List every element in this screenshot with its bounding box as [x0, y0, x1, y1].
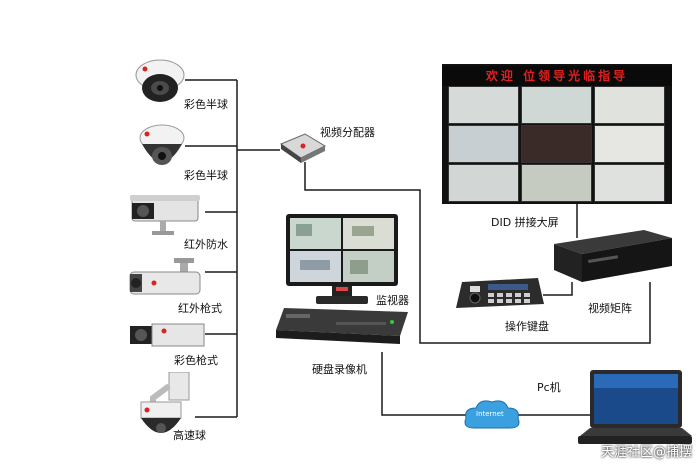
video-matrix-label: 视频矩阵	[588, 302, 632, 315]
video-distributor-label: 视频分配器	[320, 126, 375, 139]
video-distributor-icon	[279, 133, 327, 163]
color-bullet-camera-label: 彩色枪式	[174, 354, 218, 367]
pc-label: Pc机	[537, 381, 561, 394]
monitor-label: 监视器	[376, 294, 409, 307]
dome-camera-icon	[135, 59, 185, 102]
ir-bullet-camera-icon	[129, 258, 201, 295]
watermark: 天涯社区@捕摆	[600, 445, 692, 460]
laptop-icon	[578, 370, 692, 444]
ir-waterproof-camera-icon	[130, 195, 200, 235]
control-keyboard-icon	[456, 278, 544, 308]
video-matrix-icon	[554, 230, 672, 282]
dome-camera-1-label: 彩色半球	[184, 98, 228, 111]
dvr-icon	[276, 308, 408, 344]
control-keyboard-label: 操作键盘	[505, 320, 549, 333]
ir-waterproof-camera-label: 红外防水	[184, 238, 228, 251]
ir-bullet-camera-label: 红外枪式	[178, 302, 222, 315]
color-bullet-camera-icon	[130, 323, 205, 347]
speed-dome-label: 高速球	[173, 429, 206, 442]
dome-camera-2-label: 彩色半球	[184, 169, 228, 182]
internet-label: Internet	[476, 410, 504, 418]
dome-camera-icon	[139, 124, 185, 165]
video-wall-label: DID 拼接大屏	[491, 216, 559, 229]
monitor-icon	[286, 214, 398, 304]
video-wall-banner: 欢迎 位领导光临指导	[442, 66, 672, 86]
video-wall: 欢迎 位领导光临指导	[442, 64, 672, 204]
internet-cloud-icon	[464, 400, 520, 429]
speed-dome-camera-icon	[140, 372, 190, 433]
dvr-label: 硬盘录像机	[312, 363, 367, 376]
